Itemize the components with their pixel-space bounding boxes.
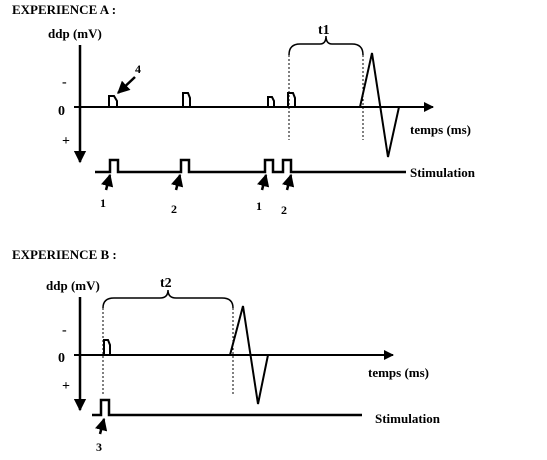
experience-a-minus-sign: - (62, 75, 67, 90)
experience-a-stim-number-1: 1 (100, 196, 106, 210)
experience-a-title: EXPERIENCE A : (12, 2, 116, 17)
experience-a-stimulation-label: Stimulation (410, 165, 476, 180)
experience-a-stimulation-line (95, 158, 406, 174)
experience-a-y-axis-label: ddp (mV) (48, 26, 102, 41)
experience-a-stim-arrow-1 (101, 173, 114, 191)
experience-a-x-axis-label: temps (ms) (410, 122, 471, 137)
experience-a-pointer-arrow (117, 76, 136, 94)
experience-b-stim-arrow (95, 417, 108, 435)
experience-a-interval-label: t1 (318, 23, 330, 38)
experience-b-stimulation-line (92, 398, 362, 417)
experience-a-plus-sign: + (62, 134, 70, 149)
experience-b-epsp (103, 339, 111, 355)
experience-b-stimulation-label: Stimulation (375, 411, 441, 426)
experience-a-epsp-4 (287, 92, 296, 107)
experience-a-stim-arrow-2 (171, 173, 184, 191)
experience-a-epsp-2 (182, 92, 191, 107)
experience-b-action-potential (229, 305, 269, 405)
experience-a-pointer-label: 4 (135, 62, 141, 76)
experience-a-stim-number-4: 2 (281, 203, 287, 217)
experience-a-stim-arrow-4 (282, 173, 295, 191)
experience-a-stim-number-3: 1 (256, 199, 262, 213)
experience-a-stim-arrow-3 (257, 173, 270, 191)
experience-a-action-potential (359, 52, 400, 158)
experience-b-stim-number: 3 (96, 440, 102, 454)
experience-b-x-axis-label: temps (ms) (368, 365, 429, 380)
experience-b-y-axis-label: ddp (mV) (46, 278, 100, 293)
experience-b-interval-label: t2 (160, 276, 172, 291)
experience-b-zero-label: 0 (58, 351, 65, 366)
experience-a-zero-label: 0 (58, 104, 65, 119)
experience-a-panel: EXPERIENCE A : ddp (mV) - 0 + temps (ms)… (12, 2, 476, 217)
experience-b-interval-brace (102, 289, 234, 309)
experience-b-minus-sign: - (62, 323, 67, 338)
experience-b-plus-sign: + (62, 379, 70, 394)
experience-a-stim-number-2: 2 (171, 202, 177, 216)
experience-a-epsp-3 (267, 96, 275, 107)
experience-a-interval-brace (288, 35, 364, 56)
experience-b-panel: EXPERIENCE B : ddp (mV) - 0 + temps (ms)… (12, 247, 441, 454)
experience-a-epsp-1 (108, 95, 118, 107)
experience-b-title: EXPERIENCE B : (12, 247, 117, 262)
